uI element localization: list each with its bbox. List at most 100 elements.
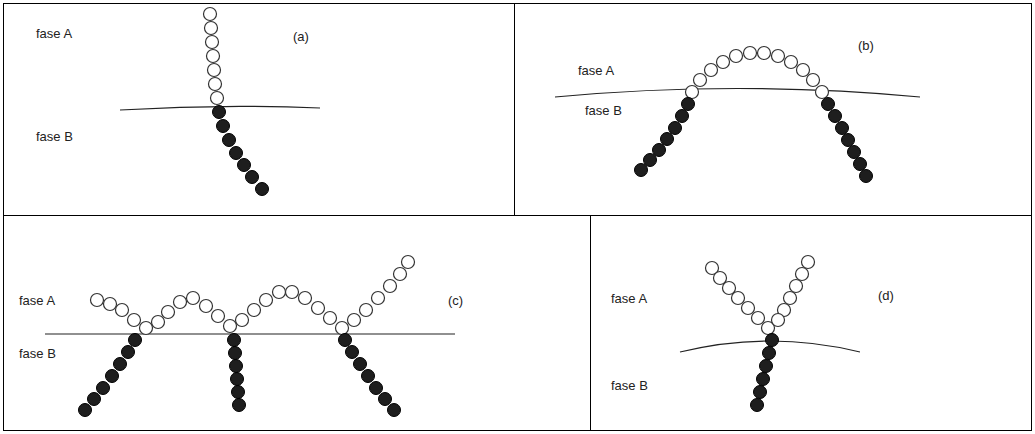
filled-monomer bbox=[848, 146, 861, 159]
open-monomer bbox=[260, 294, 273, 307]
open-monomer bbox=[152, 316, 165, 329]
open-monomer bbox=[790, 280, 803, 293]
figure-panel: fase A(d)fase B bbox=[590, 215, 1032, 431]
open-monomer bbox=[744, 47, 757, 60]
filled-monomer bbox=[230, 360, 243, 373]
filled-monomer bbox=[97, 382, 110, 395]
open-monomer bbox=[384, 280, 397, 293]
open-monomer bbox=[732, 292, 745, 305]
filled-monomer bbox=[754, 386, 767, 399]
filled-monomer bbox=[88, 393, 101, 406]
open-monomer bbox=[730, 50, 743, 63]
open-monomer bbox=[785, 56, 798, 69]
open-monomer bbox=[742, 302, 755, 315]
open-monomer bbox=[694, 74, 707, 87]
filled-monomer bbox=[246, 171, 259, 184]
open-monomer bbox=[140, 322, 153, 335]
open-monomer bbox=[273, 286, 286, 299]
open-monomer bbox=[91, 294, 104, 307]
filled-monomer bbox=[854, 158, 867, 171]
phase-label: fase A bbox=[36, 26, 72, 41]
open-monomer bbox=[209, 78, 222, 91]
open-monomer bbox=[248, 304, 261, 317]
open-monomer bbox=[200, 300, 213, 313]
filled-monomer bbox=[842, 134, 855, 147]
open-monomer bbox=[784, 292, 797, 305]
filled-monomer bbox=[757, 373, 770, 386]
open-monomer bbox=[224, 320, 237, 333]
filled-monomer bbox=[129, 334, 142, 347]
panel-letter: (a) bbox=[293, 29, 309, 44]
open-monomer bbox=[772, 50, 785, 63]
open-monomer bbox=[752, 312, 765, 325]
filled-monomer bbox=[763, 347, 776, 360]
panel-letter: (c) bbox=[448, 293, 463, 308]
filled-monomer bbox=[232, 386, 245, 399]
filled-monomer bbox=[379, 393, 392, 406]
open-monomer bbox=[717, 56, 730, 69]
filled-monomer bbox=[230, 147, 243, 160]
open-monomer bbox=[104, 298, 117, 311]
open-monomer bbox=[360, 304, 373, 317]
filled-monomer bbox=[362, 370, 375, 383]
open-monomer bbox=[128, 314, 141, 327]
figure-panel: fase A (b) fase B bbox=[514, 3, 1032, 216]
open-monomer bbox=[402, 256, 415, 269]
open-monomer bbox=[796, 268, 809, 281]
open-monomer bbox=[205, 22, 218, 35]
open-monomer bbox=[299, 292, 312, 305]
filled-monomer bbox=[370, 382, 383, 395]
open-monomer bbox=[772, 314, 785, 327]
open-monomer bbox=[324, 312, 337, 325]
open-monomer bbox=[686, 86, 699, 99]
phase-label: fase A bbox=[578, 63, 614, 78]
open-monomer bbox=[207, 50, 220, 63]
open-monomer bbox=[372, 292, 385, 305]
filled-monomer bbox=[653, 144, 666, 157]
phase-label: fase A bbox=[19, 293, 55, 308]
phase-label: fase A bbox=[611, 291, 647, 306]
filled-monomer bbox=[233, 399, 246, 412]
open-monomer bbox=[394, 268, 407, 281]
filled-monomer bbox=[760, 360, 773, 373]
filled-monomer bbox=[388, 404, 401, 417]
filled-monomer bbox=[228, 334, 241, 347]
open-monomer bbox=[187, 292, 200, 305]
filled-monomer bbox=[669, 122, 682, 135]
filled-monomer bbox=[213, 106, 226, 119]
filled-monomer bbox=[122, 346, 135, 359]
open-monomer bbox=[208, 64, 221, 77]
filled-monomer bbox=[346, 346, 359, 359]
filled-monomer bbox=[766, 334, 779, 347]
filled-monomer bbox=[217, 120, 230, 133]
open-monomer bbox=[211, 92, 224, 105]
phase-label: fase B bbox=[585, 103, 622, 118]
filled-monomer bbox=[822, 98, 835, 111]
filled-monomer bbox=[682, 98, 695, 111]
filled-monomer bbox=[751, 399, 764, 412]
filled-monomer bbox=[114, 358, 127, 371]
open-monomer bbox=[206, 36, 219, 49]
filled-monomer bbox=[256, 183, 269, 196]
open-monomer bbox=[705, 64, 718, 77]
figure-panel: fase A(c)fase B bbox=[3, 215, 591, 431]
open-monomer bbox=[802, 256, 815, 269]
filled-monomer bbox=[231, 373, 244, 386]
open-monomer bbox=[797, 64, 810, 77]
panel-letter: (b) bbox=[858, 38, 874, 53]
panel-letter: (d) bbox=[878, 288, 894, 303]
filled-monomer bbox=[223, 134, 236, 147]
filled-monomer bbox=[339, 334, 352, 347]
open-monomer bbox=[336, 322, 349, 335]
filled-monomer bbox=[79, 404, 92, 417]
open-monomer bbox=[162, 306, 175, 319]
figure-panel: fase A (a) fase B bbox=[3, 3, 515, 216]
open-monomer bbox=[116, 304, 129, 317]
phase-label: fase B bbox=[36, 129, 73, 144]
open-monomer bbox=[236, 314, 249, 327]
open-monomer bbox=[286, 286, 299, 299]
open-monomer bbox=[204, 8, 217, 21]
filled-monomer bbox=[354, 358, 367, 371]
